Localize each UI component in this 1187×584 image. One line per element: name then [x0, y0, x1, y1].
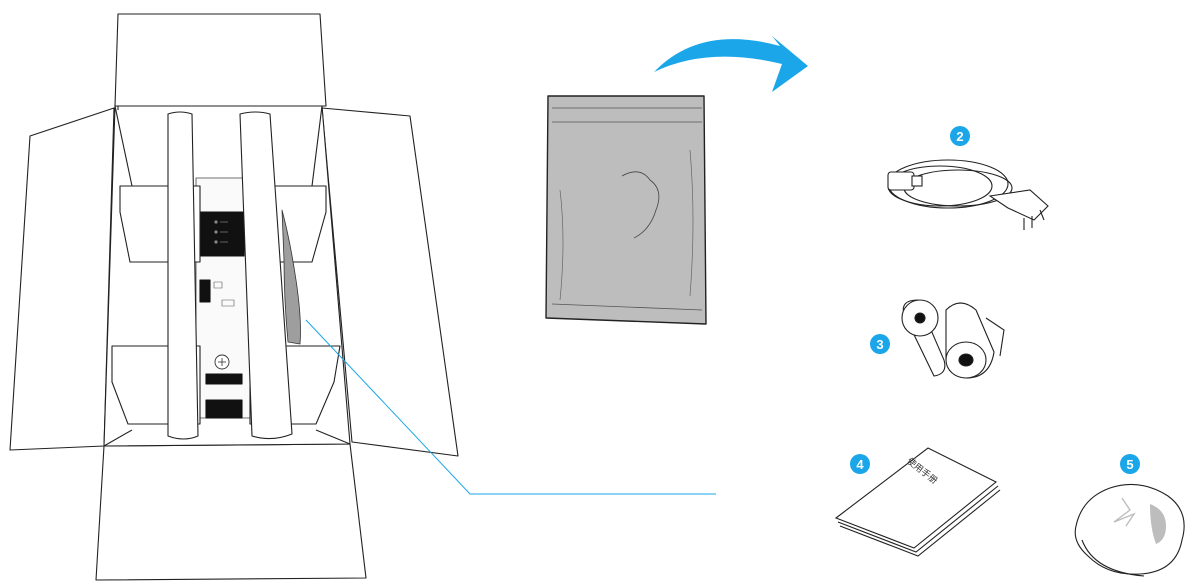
- printer-panel: [200, 212, 244, 256]
- curved-arrow-icon: [654, 36, 808, 92]
- paper-rolls-icon: [902, 300, 1004, 378]
- badge-4-label: 4: [856, 457, 864, 472]
- accessory-bag: [546, 96, 706, 324]
- badge-3: 3: [870, 334, 890, 354]
- box-back-flap: [115, 14, 326, 106]
- box-left-flap: [10, 108, 114, 450]
- badge-2-label: 2: [956, 129, 963, 144]
- power-cord-icon: [888, 160, 1048, 230]
- badge-5-label: 5: [1126, 457, 1133, 472]
- badge-5: 5: [1120, 454, 1140, 474]
- open-box: [10, 14, 458, 580]
- badge-2: 2: [950, 126, 970, 146]
- badge-3-label: 3: [876, 337, 883, 352]
- badge-4: 4: [850, 454, 870, 474]
- cover-icon: [1075, 484, 1184, 576]
- box-front-flap: [96, 444, 366, 580]
